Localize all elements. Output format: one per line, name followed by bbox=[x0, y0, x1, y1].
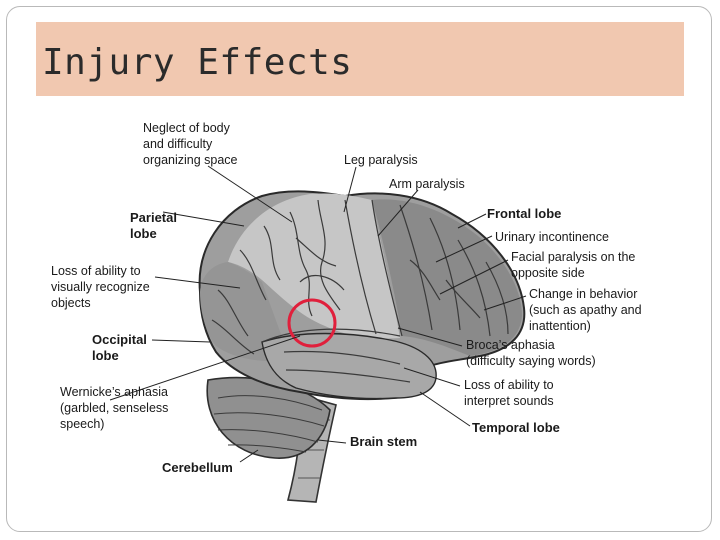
label-facial-1: Facial paralysis on the bbox=[511, 250, 636, 264]
gyri-lines bbox=[211, 199, 509, 383]
label-behavior-3: inattention) bbox=[529, 319, 591, 333]
occipital-region bbox=[200, 262, 290, 362]
parietal-region bbox=[228, 193, 400, 339]
label-behavior-1: Change in behavior bbox=[529, 287, 638, 301]
label-neglect-1: Neglect of body bbox=[143, 121, 230, 135]
label-occipital-2: lobe bbox=[92, 348, 119, 363]
temporal-region bbox=[261, 332, 437, 400]
label-urinary: Urinary incontinence bbox=[495, 230, 609, 244]
label-wernicke-3: speech) bbox=[60, 417, 105, 431]
label-behavior-2: (such as apathy and bbox=[529, 303, 642, 317]
label-broca-2: (difficulty saying words) bbox=[466, 354, 596, 368]
leader-lines bbox=[109, 165, 527, 463]
label-neglect-2: and difficulty bbox=[143, 137, 213, 151]
title-bar: Injury Effects bbox=[36, 22, 684, 96]
label-broca-1: Broca’s aphasia bbox=[466, 338, 555, 352]
frontal-region bbox=[372, 199, 522, 356]
label-brain-stem: Brain stem bbox=[350, 434, 418, 449]
label-visual-3: objects bbox=[51, 296, 91, 310]
label-leg-paralysis: Leg paralysis bbox=[344, 153, 418, 167]
label-arm-paralysis: Arm paralysis bbox=[389, 177, 465, 191]
label-wernicke-1: Wernicke’s aphasia bbox=[60, 385, 168, 399]
label-visual-2: visually recognize bbox=[51, 280, 150, 294]
slide-title: Injury Effects bbox=[42, 42, 353, 83]
label-sounds-1: Loss of ability to bbox=[464, 378, 554, 392]
label-parietal-1: Parietal bbox=[130, 210, 177, 225]
label-visual-1: Loss of ability to bbox=[51, 264, 141, 278]
highlight-circle bbox=[287, 298, 337, 348]
label-parietal-2: lobe bbox=[130, 226, 157, 241]
label-occipital-1: Occipital bbox=[92, 332, 147, 347]
label-wernicke-2: (garbled, senseless bbox=[60, 401, 169, 415]
label-frontal-lobe: Frontal lobe bbox=[487, 206, 562, 221]
label-neglect-3: organizing space bbox=[143, 153, 238, 167]
label-temporal-lobe: Temporal lobe bbox=[472, 420, 560, 435]
label-facial-2: opposite side bbox=[511, 266, 585, 280]
label-cerebellum: Cerebellum bbox=[162, 460, 233, 475]
label-sounds-2: interpret sounds bbox=[464, 394, 554, 408]
